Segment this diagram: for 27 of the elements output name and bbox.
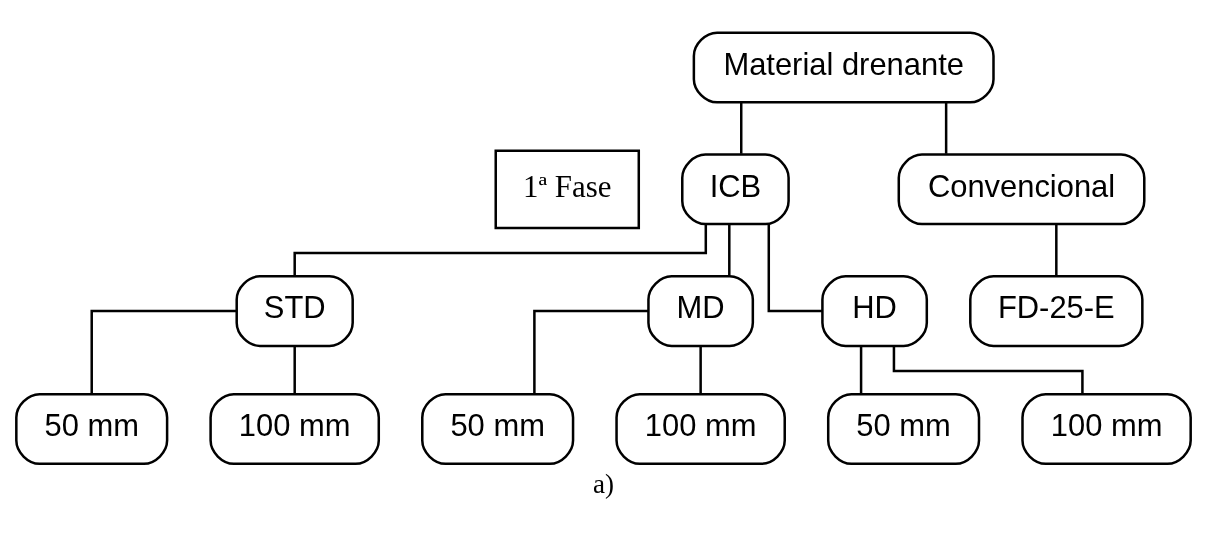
caption: a) (592, 469, 615, 500)
connector (944, 102, 948, 154)
connector (533, 309, 649, 394)
connector (892, 345, 1084, 394)
connector (728, 224, 731, 276)
node-box: FD-25-E (969, 275, 1144, 348)
connector (1055, 224, 1058, 276)
connector (739, 102, 743, 154)
connector (859, 346, 863, 394)
node-box: 100 mm (615, 392, 786, 466)
node-box: 50 mm (826, 392, 981, 466)
node-box: Convencional (897, 153, 1146, 226)
node-box: 1ª Fase (494, 149, 641, 230)
node-box: 50 mm (15, 392, 169, 466)
node-box: ICB (681, 153, 790, 226)
node-box: 100 mm (209, 392, 381, 466)
node-box: HD (821, 275, 929, 348)
node-box: Material drenante (692, 31, 995, 104)
connector (699, 346, 702, 394)
connector (293, 224, 708, 277)
node-box: STD (235, 275, 354, 348)
connector (90, 309, 237, 394)
connector (293, 346, 296, 394)
node-box: 50 mm (421, 392, 575, 466)
node-box: MD (647, 275, 755, 348)
connector (767, 224, 823, 313)
node-box: 100 mm (1021, 392, 1192, 466)
